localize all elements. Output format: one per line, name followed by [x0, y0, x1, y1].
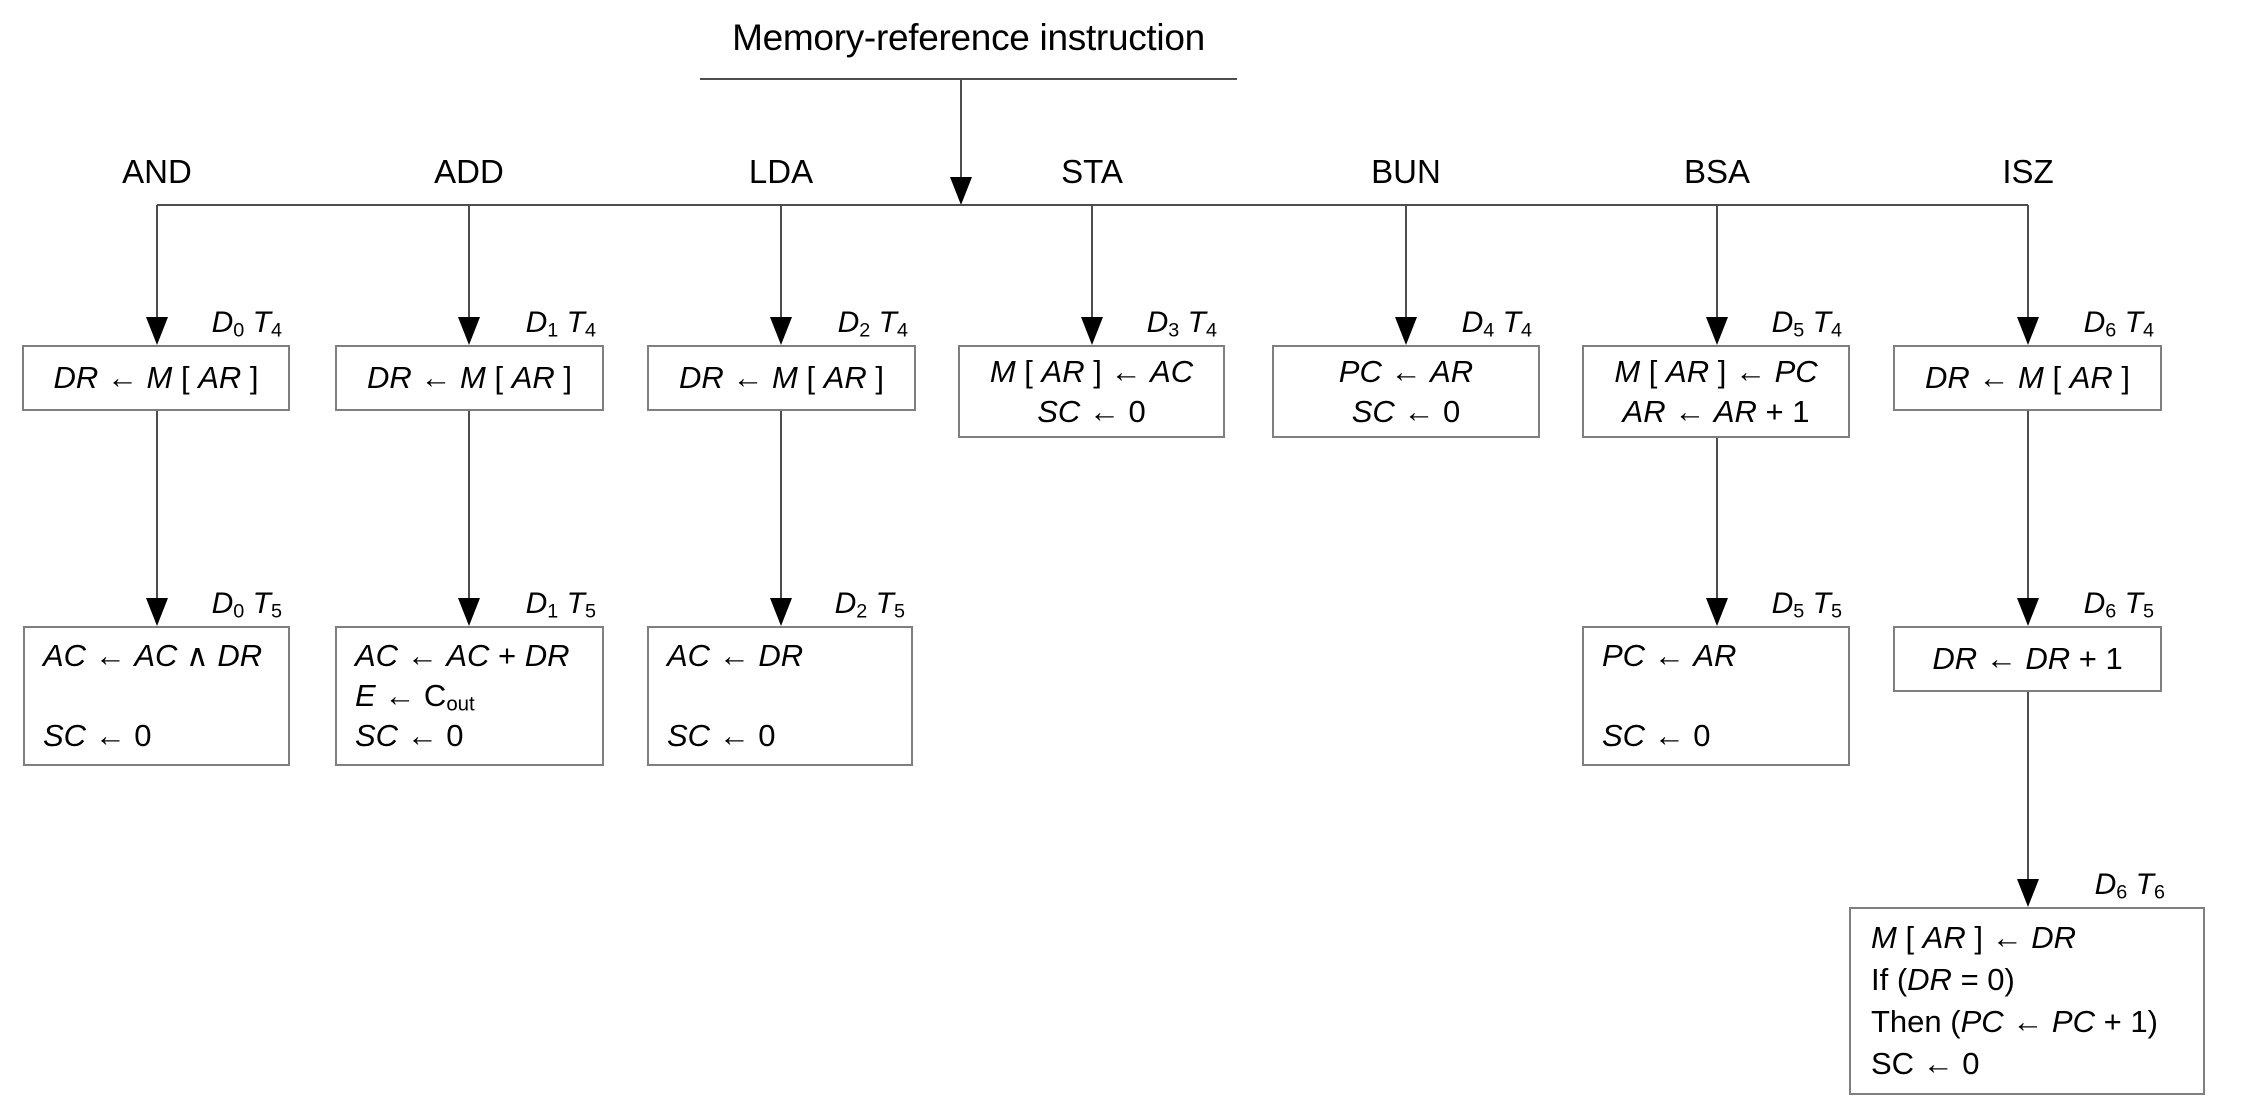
- microop-line: DR ← M [ AR ]: [679, 360, 884, 395]
- branch-label-sta: STA: [1061, 153, 1123, 190]
- microop-line: AC ← AC + DR: [355, 638, 570, 673]
- box-bsa-d5t5: PC ← AR SC ← 0: [1582, 626, 1850, 766]
- tag-d3t4: D3 T4: [1146, 306, 1217, 342]
- branch-drop-add: [458, 205, 480, 345]
- microop-line: SC ← 0: [1037, 393, 1146, 429]
- microop-line: AC ← AC ∧ DR: [43, 638, 263, 673]
- microop-line: SC ← 0: [1351, 393, 1461, 429]
- box-isz-d6t4: DR ← M [ AR ]: [1893, 345, 2162, 411]
- microop-line: PC ← AR: [1338, 353, 1474, 389]
- microop-line: DR ← M [ AR ]: [53, 360, 259, 395]
- microop-line: AR ← AR + 1: [1622, 393, 1810, 429]
- tag-d0t5: D0 T5: [211, 587, 282, 623]
- branch-drop-and: [146, 205, 168, 345]
- box-and-d0t5: AC ← AC ∧ DR SC ← 0: [23, 626, 290, 766]
- microop-line: SC ← 0: [1871, 1046, 1980, 1081]
- microop-line: SC ← 0: [667, 718, 776, 753]
- microop-line: E ← Cout: [355, 678, 475, 716]
- branch-label-isz: ISZ: [2002, 153, 2054, 190]
- tag-d1t4: D1 T4: [525, 306, 596, 342]
- microop-line: SC ← 0: [355, 718, 464, 753]
- branch-label-lda: LDA: [748, 153, 814, 190]
- connector-and-t4-t5: [146, 411, 168, 626]
- branch-label-add: ADD: [434, 153, 504, 190]
- branch-label-and: AND: [122, 153, 192, 190]
- microop-line: DR ← DR + 1: [1932, 641, 2123, 676]
- branch-drop-lda: [770, 205, 792, 345]
- tag-d6t6: D6 T6: [2094, 868, 2165, 904]
- tag-d1t5: D1 T5: [525, 587, 596, 623]
- branch-label-bsa: BSA: [1683, 153, 1751, 190]
- box-sta-d3t4: M [ AR ] ← AC SC ← 0: [958, 345, 1225, 438]
- microop-line: DR ← M [ AR ]: [1925, 360, 2130, 395]
- microop-line: DR ← M [ AR ]: [367, 360, 572, 395]
- tag-d6t5: D6 T5: [2083, 587, 2154, 623]
- microop-line: PC ← AR: [1602, 638, 1737, 673]
- box-bun-d4t4: PC ← AR SC ← 0: [1272, 345, 1540, 438]
- microop-line: If (DR = 0): [1871, 962, 2015, 997]
- microop-line: SC ← 0: [1602, 718, 1711, 753]
- microop-line: Then (PC ← PC + 1): [1871, 1004, 2158, 1039]
- diagram-title: Memory-reference instruction: [732, 17, 1205, 58]
- box-isz-d6t6: M [ AR ] ← DR If (DR = 0) Then (PC ← PC …: [1849, 907, 2205, 1095]
- microop-line: M [ AR ] ← PC: [1614, 353, 1818, 389]
- trunk-arrow: [950, 79, 972, 205]
- branch-drop-sta: [1081, 205, 1103, 345]
- box-lda-d2t5: AC ← DR SC ← 0: [647, 626, 913, 766]
- branch-drop-bsa: [1706, 205, 1728, 345]
- tag-d5t4: D5 T4: [1771, 306, 1842, 342]
- connector-add-t4-t5: [458, 411, 480, 626]
- microop-line: M [ AR ] ← AC: [989, 353, 1194, 389]
- microop-line: SC ← 0: [43, 718, 152, 753]
- blank-line: [43, 676, 288, 716]
- tag-d2t4: D2 T4: [837, 306, 908, 342]
- connector-lda-t4-t5: [770, 411, 792, 626]
- tag-d5t5: D5 T5: [1771, 587, 1842, 623]
- tag-d6t4: D6 T4: [2083, 306, 2154, 342]
- box-and-d0t4: DR ← M [ AR ]: [22, 345, 290, 411]
- connector-isz-t5-t6: [2017, 692, 2039, 907]
- tag-d2t5: D2 T5: [834, 587, 905, 623]
- box-add-d1t4: DR ← M [ AR ]: [335, 345, 604, 411]
- box-isz-d6t5: DR ← DR + 1: [1893, 626, 2162, 692]
- microop-line: AC ← DR: [667, 638, 804, 673]
- box-lda-d2t4: DR ← M [ AR ]: [647, 345, 916, 411]
- branch-drop-isz: [2017, 205, 2039, 345]
- branch-label-bun: BUN: [1371, 153, 1441, 190]
- microop-line: M [ AR ] ← DR: [1871, 920, 2076, 955]
- connector-isz-t4-t5: [2017, 411, 2039, 626]
- tag-d0t4: D0 T4: [211, 306, 282, 342]
- tag-d4t4: D4 T4: [1461, 306, 1532, 342]
- connector-bsa-t4-t5: [1706, 438, 1728, 626]
- branch-drop-bun: [1395, 205, 1417, 345]
- box-add-d1t5: AC ← AC + DR E ← Cout SC ← 0: [335, 626, 604, 766]
- blank-line: [1602, 676, 1848, 716]
- box-bsa-d5t4: M [ AR ] ← PC AR ← AR + 1: [1582, 345, 1850, 438]
- blank-line: [667, 676, 911, 716]
